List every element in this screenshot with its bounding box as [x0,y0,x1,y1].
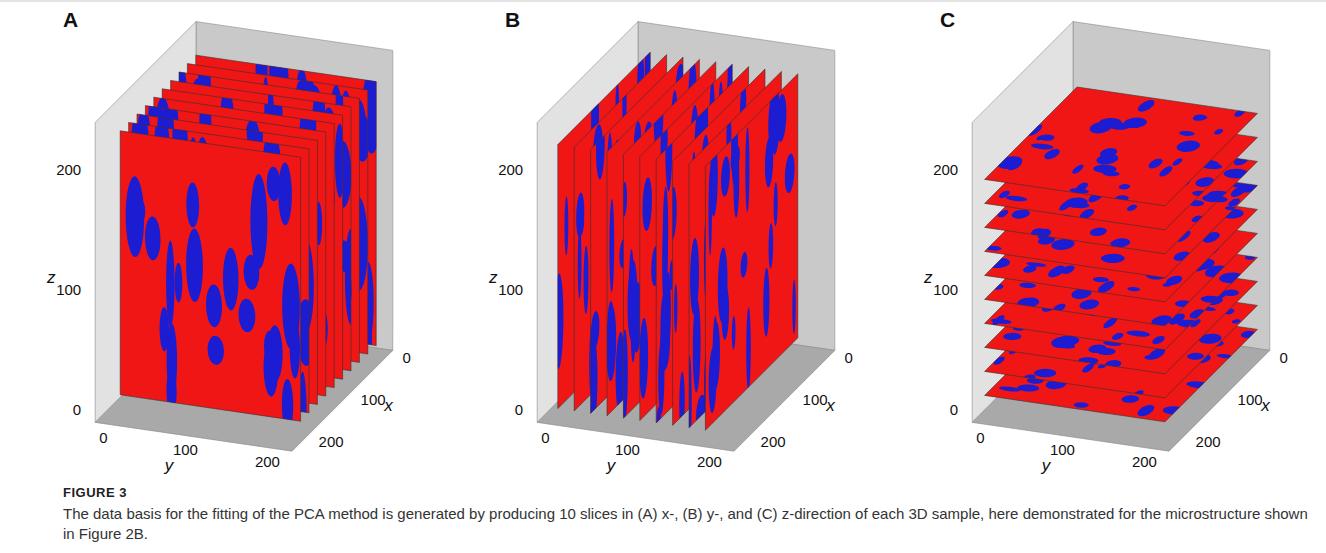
slice [120,131,300,433]
tick-label: 100 [1238,392,1263,409]
tick-label: 0 [73,402,81,419]
panel-letter: B [505,8,520,31]
tick-label: 0 [845,350,853,367]
tick-label: 100 [1050,442,1075,459]
axis-name: z [924,269,933,288]
tick-label: 0 [541,430,549,447]
tick-label: 200 [498,162,523,179]
tick-label: 0 [1280,350,1288,367]
tick-label: 100 [173,442,198,459]
axes-box [95,22,393,452]
figure-caption: The data basis for the fitting of the PC… [63,504,1313,545]
axis-name: x [1261,397,1270,416]
tick-label: 200 [255,454,280,471]
tick-label: 100 [498,282,523,299]
axis-name: y [607,457,616,476]
tick-label: 0 [403,350,411,367]
slice [705,37,797,433]
axis-name: z [489,269,498,288]
panel-letter: A [63,8,78,31]
tick-label: 0 [515,402,523,419]
axis-name: y [165,457,174,476]
figure-number: FIGURE 3 [63,486,127,500]
axes-box [972,22,1270,452]
tick-label: 100 [933,282,958,299]
tick-label: 0 [99,430,107,447]
slice [980,85,1259,208]
axis-name: x [826,397,835,416]
axis-name: y [1042,457,1051,476]
axis-name: z [47,269,56,288]
tick-label: 100 [803,392,828,409]
tick-label: 200 [1196,434,1221,451]
tick-label: 100 [361,392,386,409]
tick-label: 100 [615,442,640,459]
top-rule [0,1,1326,2]
axis-name: x [384,397,393,416]
tick-label: 200 [56,162,81,179]
tick-label: 200 [697,454,722,471]
tick-label: 200 [933,162,958,179]
tick-label: 200 [1132,454,1157,471]
axes-box [537,11,835,460]
tick-label: 0 [950,402,958,419]
tick-label: 0 [976,430,984,447]
tick-label: 200 [761,434,786,451]
panel-letter: C [940,8,955,31]
tick-label: 100 [56,282,81,299]
tick-label: 200 [319,434,344,451]
